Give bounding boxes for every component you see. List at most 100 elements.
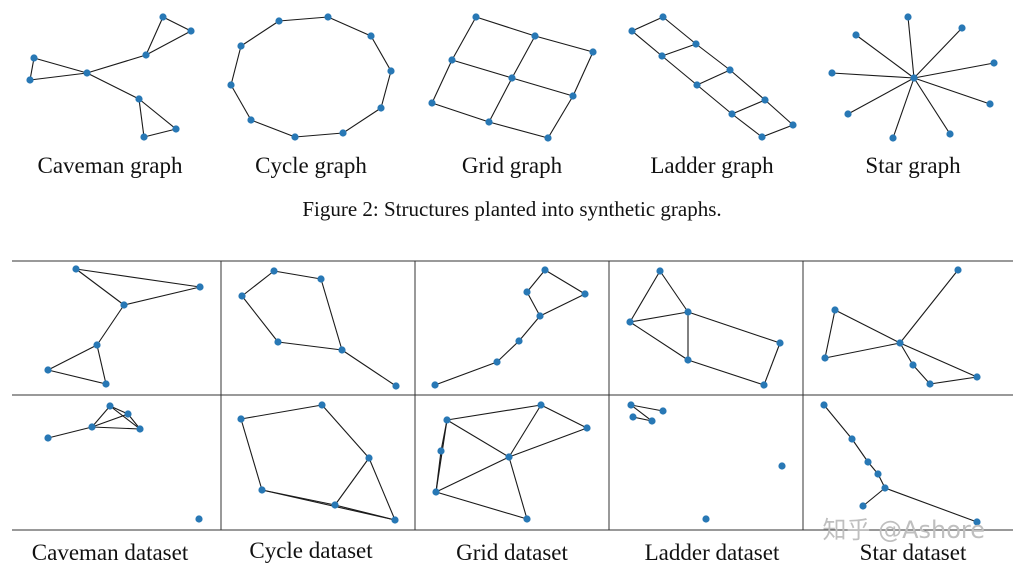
star-dataset-2-edge-4 (862, 487, 886, 507)
grid-dataset-2-edge-1 (540, 404, 588, 429)
star-dataset-1-edge-3 (824, 342, 901, 359)
caveman-graph-node-1 (187, 27, 195, 35)
grid-graph-node-8 (544, 134, 552, 142)
cycle-dataset-2-node-4 (331, 501, 339, 509)
star-dataset-2-node-0 (820, 401, 828, 409)
ladder-graph-edge-0 (631, 16, 664, 32)
cycle-dataset-1-edge-5 (341, 349, 397, 387)
caveman-dataset-2-edge-5 (91, 426, 141, 430)
caption-star-dataset: Star dataset (860, 540, 967, 565)
grid-dataset-1-edge-1 (544, 269, 586, 295)
panel-caveman-dataset-1 (44, 265, 204, 388)
ladder-dataset-1-edge-7 (763, 342, 781, 386)
cycle-dataset-2-edge-0 (240, 404, 323, 420)
ladder-graph-edge-4 (761, 124, 794, 138)
caveman-dataset-1-edge-2 (123, 286, 201, 306)
ladder-graph-edge-7 (696, 84, 733, 115)
star-dataset-2-node-5 (859, 502, 867, 510)
cycle-dataset-2-edge-1 (240, 418, 263, 491)
ladder-dataset-2-node-4 (778, 462, 786, 470)
grid-dataset-2-node-3 (505, 453, 513, 461)
cycle-graph-node-3 (367, 32, 375, 40)
star-dataset-2-node-3 (874, 470, 882, 478)
cycle-graph-node-5 (377, 104, 385, 112)
ladder-graph-edge-6 (661, 55, 698, 86)
star-dataset-1-edge-5 (912, 364, 931, 385)
cycle-graph-node-7 (291, 133, 299, 141)
grid-dataset-2-node-0 (537, 401, 545, 409)
ladder-graph-node-5 (726, 66, 734, 74)
caveman-dataset-1-node-5 (102, 380, 110, 388)
cycle-dataset-1-node-4 (338, 346, 346, 354)
caption-caveman-graph: Caveman graph (38, 153, 183, 178)
caption-ladder-dataset: Ladder dataset (645, 540, 780, 565)
caveman-dataset-2-edge-2 (109, 405, 141, 430)
caveman-dataset-1-node-3 (93, 341, 101, 349)
caveman-graph-node-8 (140, 133, 148, 141)
caveman-graph-edge-7 (86, 72, 140, 100)
grid-graph-node-6 (428, 99, 436, 107)
caption-caveman-dataset: Caveman dataset (32, 540, 189, 565)
caveman-graph-edge-4 (33, 57, 88, 74)
grid-dataset-2-node-1 (443, 416, 451, 424)
panel-grid-graph (428, 13, 597, 142)
cycle-graph-node-9 (227, 81, 235, 89)
caveman-dataset-1-edge-3 (96, 304, 125, 346)
grid-dataset-1-node-2 (581, 290, 589, 298)
star-graph-node-4 (990, 59, 998, 67)
ladder-graph-node-6 (728, 110, 736, 118)
cycle-dataset-1-edge-2 (241, 295, 279, 343)
grid-dataset-1-node-4 (515, 337, 523, 345)
star-dataset-2-edge-0 (823, 404, 853, 440)
caption-cycle-dataset: Cycle dataset (249, 538, 373, 563)
caveman-graph-edge-0 (162, 16, 192, 32)
star-graph-edge-2 (855, 34, 915, 79)
ladder-dataset-2-node-5 (702, 515, 710, 523)
ladder-dataset-1-edge-0 (629, 270, 661, 323)
star-dataset-2-node-1 (848, 435, 856, 443)
ladder-dataset-1-node-4 (776, 339, 784, 347)
grid-dataset-1-edge-5 (496, 340, 520, 363)
cycle-graph-edge-0 (240, 20, 280, 47)
ladder-graph-node-2 (658, 52, 666, 60)
grid-graph-edge-6 (451, 16, 477, 61)
panel-cycle-dataset-1 (238, 267, 400, 390)
cycle-graph-node-0 (237, 42, 245, 50)
caveman-dataset-1-node-2 (120, 301, 128, 309)
grid-graph-edge-8 (511, 35, 536, 79)
cycle-graph-node-1 (275, 17, 283, 25)
ladder-dataset-1-node-5 (760, 381, 768, 389)
ladder-dataset-2-edge-0 (630, 404, 664, 412)
panel-cycle-dataset-2 (237, 401, 399, 524)
caveman-graph-edge-8 (138, 98, 177, 130)
grid-graph-edge-10 (572, 51, 594, 97)
grid-graph-node-3 (448, 56, 456, 64)
grid-graph-edge-3 (511, 77, 574, 97)
caveman-graph-edge-9 (138, 98, 145, 138)
star-dataset-1-node-0 (954, 266, 962, 274)
ladder-dataset-1-edge-1 (659, 270, 689, 313)
grid-graph-edge-7 (431, 59, 453, 104)
caveman-dataset-1-edge-5 (96, 344, 107, 385)
star-dataset-2-node-4 (881, 484, 889, 492)
panel-ladder-dataset-1 (626, 267, 784, 389)
ladder-dataset-1-node-0 (656, 267, 664, 275)
caveman-dataset-2-edge-1 (91, 405, 111, 428)
grid-graph-edge-5 (488, 121, 549, 139)
caveman-dataset-1-node-1 (196, 283, 204, 291)
star-dataset-1-edge-1 (834, 309, 901, 344)
grid-graph-edge-9 (488, 77, 513, 123)
cycle-graph-edge-1 (278, 16, 329, 22)
grid-dataset-1-node-5 (493, 358, 501, 366)
cycle-graph-edge-5 (342, 107, 382, 134)
grid-graph-node-4 (508, 74, 516, 82)
grid-graph-node-0 (472, 13, 480, 21)
grid-dataset-1-edge-0 (526, 269, 546, 293)
cycle-graph-edge-3 (370, 35, 392, 72)
grid-dataset-1-edge-4 (518, 315, 541, 342)
panel-caveman-graph (26, 13, 195, 141)
grid-dataset-2-node-2 (583, 424, 591, 432)
caveman-graph-node-5 (83, 69, 91, 77)
star-graph-edge-7 (892, 77, 915, 139)
star-graph-edge-0 (907, 16, 915, 79)
